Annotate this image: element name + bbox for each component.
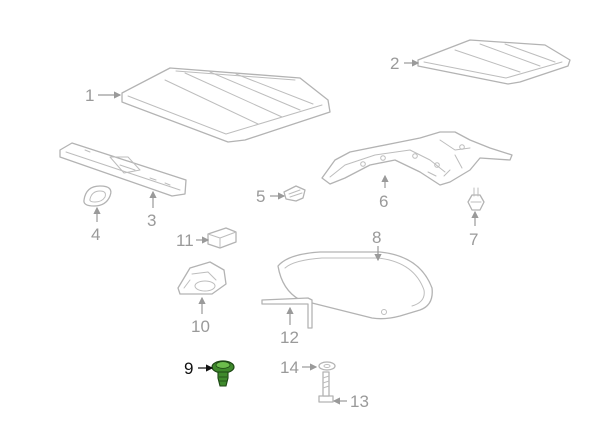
callout-6: 6 — [379, 192, 388, 211]
part-7-clip[interactable] — [467, 187, 485, 211]
part-5-clip[interactable] — [283, 185, 306, 202]
part-9-push-pin[interactable] — [211, 360, 235, 387]
part-3-cross-rail[interactable] — [59, 142, 187, 197]
callout-9: 9 — [184, 359, 193, 378]
callout-3: 3 — [147, 211, 156, 230]
part-14-washer[interactable] — [318, 361, 336, 371]
part-8-package-tray[interactable] — [277, 251, 433, 320]
callout-5: 5 — [256, 187, 265, 206]
callout-1: 1 — [85, 86, 94, 105]
callout-2: 2 — [390, 54, 399, 73]
part-10-bracket[interactable] — [177, 261, 227, 295]
callout-11: 11 — [176, 231, 194, 250]
part-2-roof-panel[interactable] — [417, 39, 571, 85]
callout-14: 14 — [280, 358, 299, 377]
callout-7: 7 — [469, 230, 478, 249]
part-6-side-trim[interactable] — [321, 131, 513, 186]
callout-13: 13 — [350, 392, 369, 411]
callout-8: 8 — [372, 228, 381, 247]
part-4-oval-grommet[interactable] — [83, 185, 112, 207]
part-1-roof-panel[interactable] — [121, 67, 331, 143]
part-12-rod[interactable] — [261, 297, 313, 329]
callout-12: 12 — [280, 328, 299, 347]
callout-4: 4 — [91, 225, 100, 244]
part-13-bolt[interactable] — [318, 371, 334, 403]
part-11-block[interactable] — [207, 227, 237, 249]
callout-10: 10 — [191, 317, 210, 336]
